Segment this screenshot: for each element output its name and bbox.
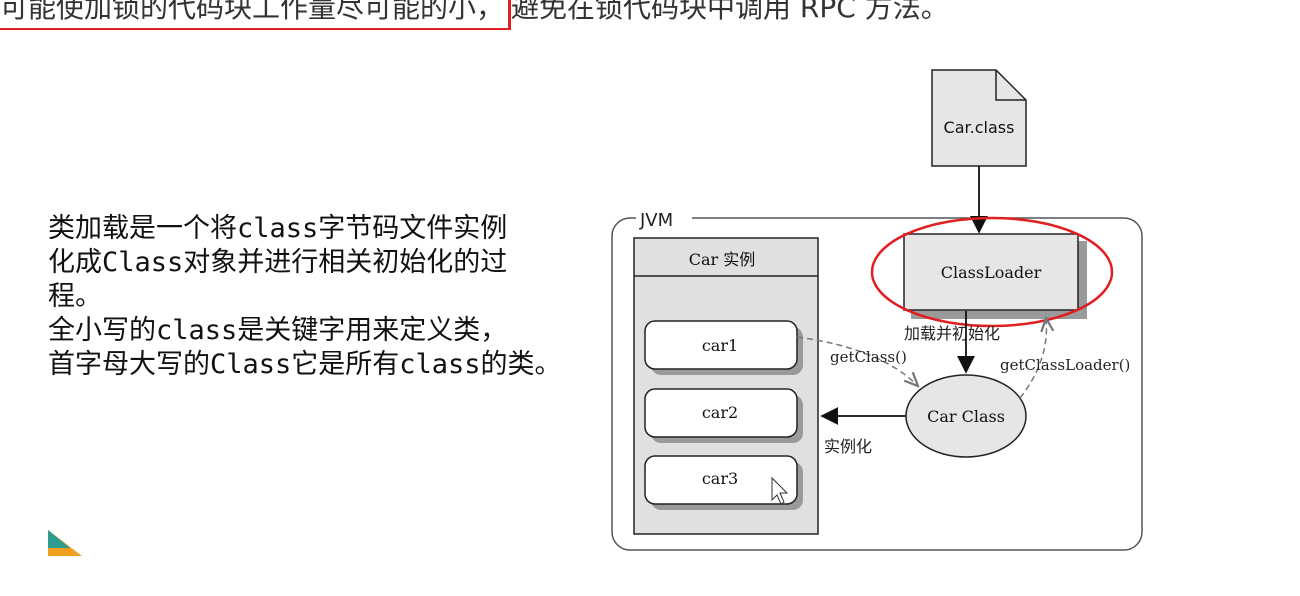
explanation-line: 化成Class对象并进行相关初始化的过 <box>48 247 508 278</box>
explanation-line: 首字母大写的Class它是所有class的类。 <box>48 349 562 380</box>
file-label: Car.class <box>944 118 1015 137</box>
header-rest: 避免在锁代码块中调用 RPC 方法。 <box>511 0 949 24</box>
car-class-label: Car Class <box>927 407 1005 426</box>
classloader-highlight <box>870 216 1114 328</box>
slide-corner-icon <box>48 530 82 556</box>
explanation-text: 类加载是一个将class字节码文件实例 化成Class对象并进行相关初始化的过 … <box>48 212 608 382</box>
explanation-line: 程。 <box>48 281 102 312</box>
header-highlighted: 可能使加锁的代码块工作量尽可能的小， <box>0 0 512 30</box>
instance-car2: car2 <box>644 388 803 443</box>
getclassloader-label: getClassLoader() <box>1000 356 1130 374</box>
jvm-label: JVM <box>639 210 673 231</box>
car-class-file: Car.class <box>931 69 1027 167</box>
load-init-label: 加载并初始化 <box>904 324 1000 343</box>
instances-title: Car 实例 <box>689 250 756 269</box>
instantiate-label: 实例化 <box>824 437 872 456</box>
arrow-getclass <box>796 336 918 386</box>
instance-label: car2 <box>702 403 738 422</box>
car-class-node: Car Class <box>905 374 1027 458</box>
explanation-line: 类加载是一个将class字节码文件实例 <box>48 213 508 244</box>
classloader-box: ClassLoader <box>903 233 1087 319</box>
arrow-getclassloader <box>1019 318 1046 399</box>
jvm-container: JVM <box>611 206 1143 551</box>
header-text: 可能使加锁的代码块工作量尽可能的小，避免在锁代码块中调用 RPC 方法。 <box>0 0 1100 30</box>
instance-car1: car1 <box>644 320 803 375</box>
classloader-label: ClassLoader <box>941 263 1042 282</box>
explanation-line: 全小写的class是关键字用来定义类， <box>48 315 508 346</box>
getclass-label: getClass() <box>830 348 907 366</box>
instance-label: car3 <box>702 469 738 488</box>
instance-label: car1 <box>702 336 738 355</box>
instance-car3: car3 <box>644 455 803 510</box>
mouse-cursor-icon <box>771 476 789 505</box>
